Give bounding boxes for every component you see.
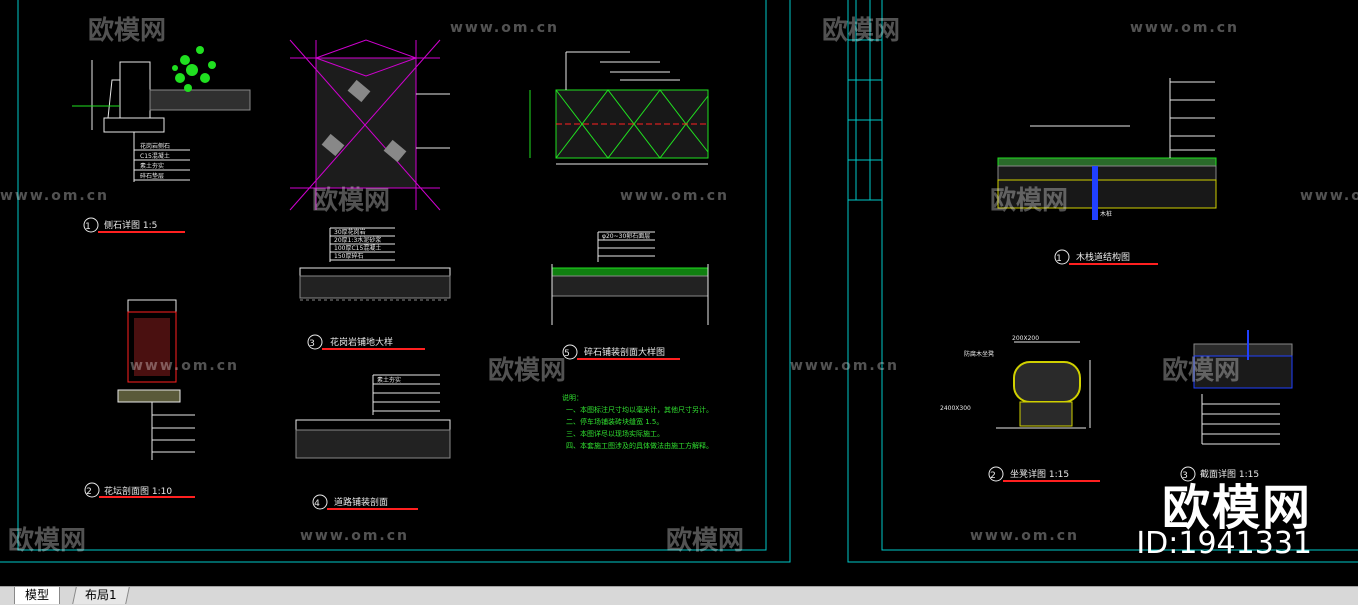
right-detail-1-title: 木栈道结构图 — [1076, 251, 1130, 263]
tab-model[interactable]: 模型 — [14, 587, 61, 604]
watermark-url: www.om.cn — [0, 188, 110, 204]
label-gravel-150: 150厚碎石 — [334, 252, 363, 260]
watermark-logo: 欧模网 — [666, 526, 745, 556]
label-granite: 30厚花岗岩 — [334, 228, 366, 236]
detail-1-curb — [72, 46, 251, 233]
detail-2-planter — [84, 299, 195, 498]
detail-4-title: 道路铺装剖面 — [334, 496, 388, 508]
label-curb: 花岗岩侧石 — [140, 142, 170, 150]
detail-cross-section — [529, 51, 709, 165]
right-detail-1-number: 1 — [1056, 254, 1062, 264]
label-soil: 素土夯实 — [140, 162, 164, 170]
watermark-logo: 欧模网 — [88, 16, 167, 46]
watermark-url: www.om.cn — [790, 358, 900, 374]
watermark-url: www.om.cn — [450, 20, 560, 36]
label-pebble: φ20~30卵石面层 — [602, 232, 650, 240]
tab-layout1-label: 布局1 — [85, 588, 117, 602]
cad-drawing-canvas[interactable]: 1 侧石详图 1:5 2 花坛剖面图 1:10 3 花岗岩铺地大样 4 道路铺装… — [0, 0, 1358, 586]
detail-3-title: 花岗岩铺地大样 — [330, 336, 393, 348]
watermark-url: www.om.cn — [130, 358, 240, 374]
watermark-logo: 欧模网 — [488, 356, 567, 386]
detail-right-1-deck — [997, 78, 1217, 265]
cad-drawing-svg: 1 侧石详图 1:5 2 花坛剖面图 1:10 3 花岗岩铺地大样 4 道路铺装… — [0, 0, 1358, 563]
watermark-url: www.om.cn — [970, 528, 1080, 544]
watermark-big-logo: 欧模网 — [1161, 480, 1312, 536]
layout-tab-bar: 模型 布局1 — [0, 586, 1358, 605]
watermark-url: www.om.cn — [620, 188, 730, 204]
label-post: 木桩 — [1100, 210, 1112, 218]
notes-title: 说明： — [562, 393, 583, 402]
right-detail-3-title: 截面详图 1:15 — [1200, 468, 1259, 480]
label-soil-2: 素土夯实 — [377, 376, 401, 384]
label-c15: 100厚C15混凝土 — [334, 244, 381, 252]
right-detail-2-number: 2 — [990, 471, 996, 481]
label-post-size: 200X200 — [1012, 335, 1039, 342]
label-mortar: 20厚1:3水泥砂浆 — [334, 236, 381, 244]
label-gravel: 碎石垫层 — [140, 172, 164, 180]
detail-3-number: 3 — [309, 339, 315, 349]
watermark-logo: 欧模网 — [822, 16, 901, 46]
right-detail-3-number: 3 — [1182, 471, 1188, 481]
detail-5-gravel — [551, 231, 709, 360]
sheet-frames — [0, 0, 1358, 563]
detail-right-3-section — [1180, 330, 1293, 482]
notes-block: 说明： 一、本图标注尺寸均以毫米计，其他尺寸另计。 二、停车场铺装砖块缝宽 1.… — [562, 393, 713, 450]
detail-2-number: 2 — [86, 487, 92, 497]
detail-right-2-bench — [988, 341, 1100, 482]
note-4: 四、本套施工图涉及的具体做法由施工方解释。 — [566, 441, 713, 450]
note-3: 三、本图详尽以现场实际施工。 — [566, 429, 664, 438]
detail-4-road — [295, 374, 451, 510]
watermark-url: www.om.cn — [1130, 20, 1240, 36]
watermark-logo: 欧模网 — [990, 186, 1069, 216]
label-bench: 防腐木坐凳 — [964, 350, 994, 358]
watermark-url: www.om.cn — [300, 528, 410, 544]
detail-5-number: 5 — [564, 349, 570, 359]
detail-4-number: 4 — [314, 499, 320, 509]
note-1: 一、本图标注尺寸均以毫米计，其他尺寸另计。 — [566, 405, 713, 414]
watermark-logo: 欧模网 — [312, 186, 391, 216]
detail-3-paving — [299, 227, 451, 350]
watermark-url: www.om.cn — [1300, 188, 1358, 204]
label-concrete: C15混凝土 — [140, 152, 170, 160]
right-detail-2-title: 坐凳详图 1:15 — [1010, 468, 1069, 480]
detail-hatch-pattern — [289, 39, 450, 211]
detail-2-title: 花坛剖面图 1:10 — [104, 485, 172, 497]
detail-5-title: 碎石铺装剖面大样图 — [584, 346, 665, 358]
tab-model-label: 模型 — [25, 588, 50, 602]
watermark-logo: 欧模网 — [1162, 356, 1241, 386]
label-bench-size: 2400X300 — [940, 405, 971, 412]
watermark-logo: 欧模网 — [8, 526, 87, 556]
note-2: 二、停车场铺装砖块缝宽 1.5。 — [566, 417, 663, 426]
watermark-id: ID:1941331 — [1136, 526, 1312, 561]
detail-1-number: 1 — [85, 222, 91, 232]
detail-1-title: 侧石详图 1:5 — [104, 219, 157, 231]
tab-layout1[interactable]: 布局1 — [72, 587, 130, 604]
